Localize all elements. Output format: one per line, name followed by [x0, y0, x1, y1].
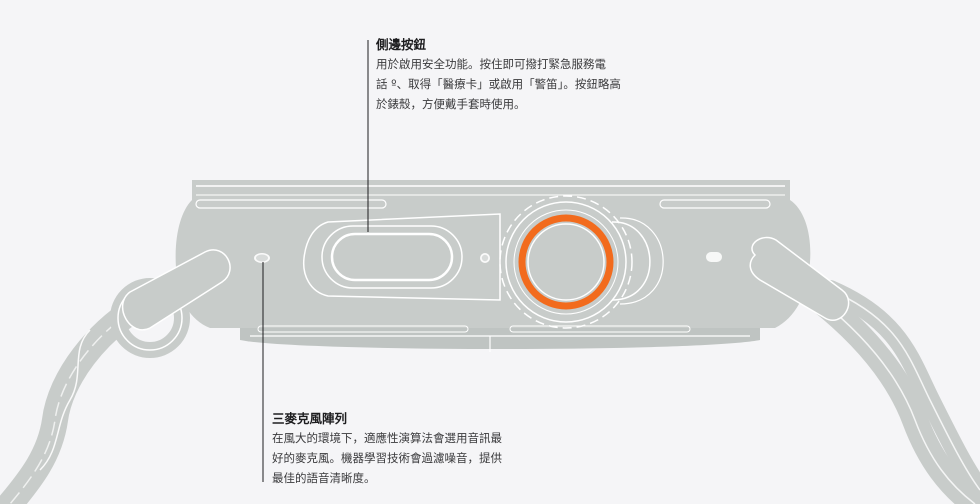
- side-button-callout: 側邊按鈕 用於啟用安全功能。按住即可撥打緊急服務電 話 º、取得「醫療卡」或啟用…: [376, 36, 626, 114]
- right-band: [807, 280, 980, 504]
- lugs: [121, 236, 850, 331]
- microphone-description: 在風大的環境下，適應性演算法會選用音訊最 好的麥克風。機器學習技術會過濾噪音，提…: [272, 431, 502, 485]
- crown-guard: [611, 221, 651, 301]
- watch-case: [175, 180, 811, 352]
- digital-crown: [499, 195, 633, 329]
- side-button-description: 用於啟用安全功能。按住即可撥打緊急服務電 話 º、取得「醫療卡」或啟用「警笛」。…: [376, 57, 621, 111]
- crown-orange-ring: [518, 214, 614, 310]
- microphone-ports: [254, 253, 490, 263]
- left-band: [0, 278, 190, 504]
- microphone-title: 三麥克風陣列: [272, 411, 348, 426]
- side-button-title: 側邊按鈕: [376, 37, 427, 52]
- microphone-callout: 三麥克風陣列 在風大的環境下，適應性演算法會選用音訊最 好的麥克風。機器學習技術…: [272, 410, 522, 488]
- speaker-port: [706, 252, 722, 262]
- side-button: [302, 213, 501, 301]
